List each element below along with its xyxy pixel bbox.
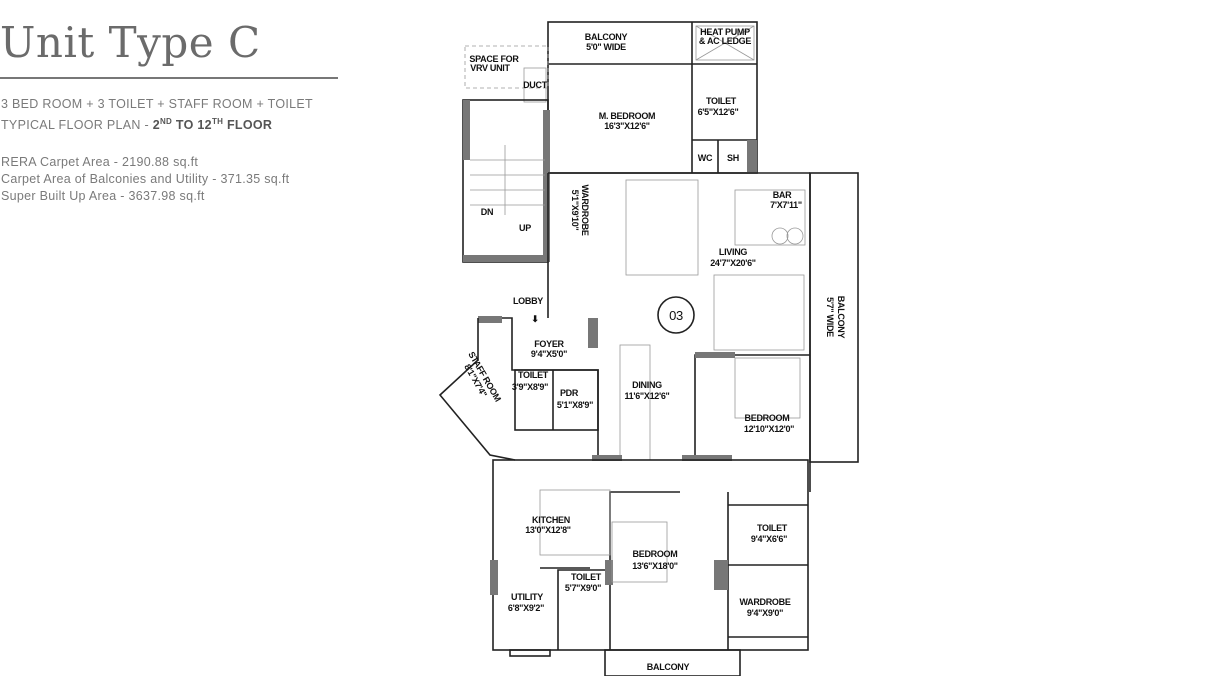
floor-plan-range: TYPICAL FLOOR PLAN - 2ND TO 12TH FLOOR [1,117,272,132]
wardrobe-master-size: 5'1"X9'10" [570,190,580,231]
unit-number-circle [657,296,695,334]
pdr-label: PDR [560,388,579,398]
pdr-size: 5'1"X8'9" [557,400,593,410]
walls [438,21,859,676]
master-bedroom-size: 16'3"X12'6" [604,121,650,131]
living-label: LIVING [719,247,748,257]
toilet-master-label: TOILET [706,96,737,106]
wardrobe-2-label: WARDROBE [739,597,790,607]
lobby-label: LOBBY [513,296,543,306]
toilet-4-size: 5'7"X9'0" [565,583,601,593]
utility-size: 6'8"X9'2" [508,603,544,613]
floor-label: FLOOR [223,118,273,133]
dining-label: DINING [632,380,662,390]
floor-from: 2 [152,118,160,133]
foyer-label: FOYER [534,339,564,349]
toilet-staff-size: 3'9"X8'9" [512,382,548,392]
bar-label: BAR [773,190,792,200]
entry-arrow-icon: ⬇ [531,314,538,324]
dining-size: 11'6"X12'6" [624,391,669,401]
floor-range: 2ND TO 12TH FLOOR [152,117,273,133]
vrv-label: SPACE FOR [469,54,519,64]
utility-label: UTILITY [511,592,543,602]
balcony-top-label: BALCONY [585,32,628,42]
foyer-size: 9'4"X5'0" [531,349,567,359]
master-bedroom-label: M. BEDROOM [599,111,656,121]
room-labels: BALCONY 5'0" WIDE HEAT PUMP & AC LEDGE S… [462,27,846,672]
balcony-right-size: 5'7" WIDE [825,297,835,337]
unit-configuration: 3 BED ROOM + 3 TOILET + STAFF ROOM + TOI… [1,97,313,111]
toilet-staff-label: TOILET [518,370,549,380]
bedroom-2-label: BEDROOM [633,549,678,559]
bedroom-1-size: 12'10"X12'0" [744,424,794,434]
duct-label: DUCT [523,80,548,90]
balcony-bottom-label: BALCONY [647,662,690,672]
wc-label: WC [698,153,713,163]
bedroom-1-label: BEDROOM [745,413,790,423]
kitchen-label: KITCHEN [532,515,570,525]
rera-carpet-area: RERA Carpet Area - 2190.88 sq.ft [1,155,199,169]
stairs-up-label: UP [519,223,531,233]
balcony-utility-area: Carpet Area of Balconies and Utility - 3… [1,172,290,186]
heat-pump-label: HEAT PUMP [700,27,750,37]
toilet-master-size: 6'5"X12'6" [698,107,739,117]
vrv-size: VRV UNIT [470,63,510,73]
sh-label: SH [727,153,739,163]
toilet-4-label: TOILET [571,572,602,582]
balcony-right-label: BALCONY [836,296,846,339]
floor-plan-prefix: TYPICAL FLOOR PLAN - [1,118,153,133]
bar-size: 7'X7'11" [770,200,802,210]
living-size: 24'7"X20'6" [710,258,756,268]
wardrobe-master-label: WARDROBE [580,184,590,235]
wardrobe-2-size: 9'4"X9'0" [747,608,783,618]
stairs-down-label: DN [481,207,493,217]
title-divider [0,77,338,79]
floor-to: TO 12 [172,118,212,133]
floor-to-suffix: TH [211,117,224,126]
floor-from-suffix: ND [159,117,173,126]
heat-pump-size: & AC LEDGE [699,36,751,46]
toilet-3-size: 9'4"X6'6" [751,534,787,544]
toilet-3-label: TOILET [757,523,788,533]
kitchen-size: 13'0"X12'8" [525,525,571,535]
page-title: Unit Type C [0,18,261,67]
balcony-top-size: 5'0" WIDE [586,42,626,52]
unit-number: 03 [669,308,683,323]
bedroom-2-size: 13'6"X18'0" [632,561,678,571]
super-built-up-area: Super Built Up Area - 3637.98 sq.ft [1,189,205,203]
